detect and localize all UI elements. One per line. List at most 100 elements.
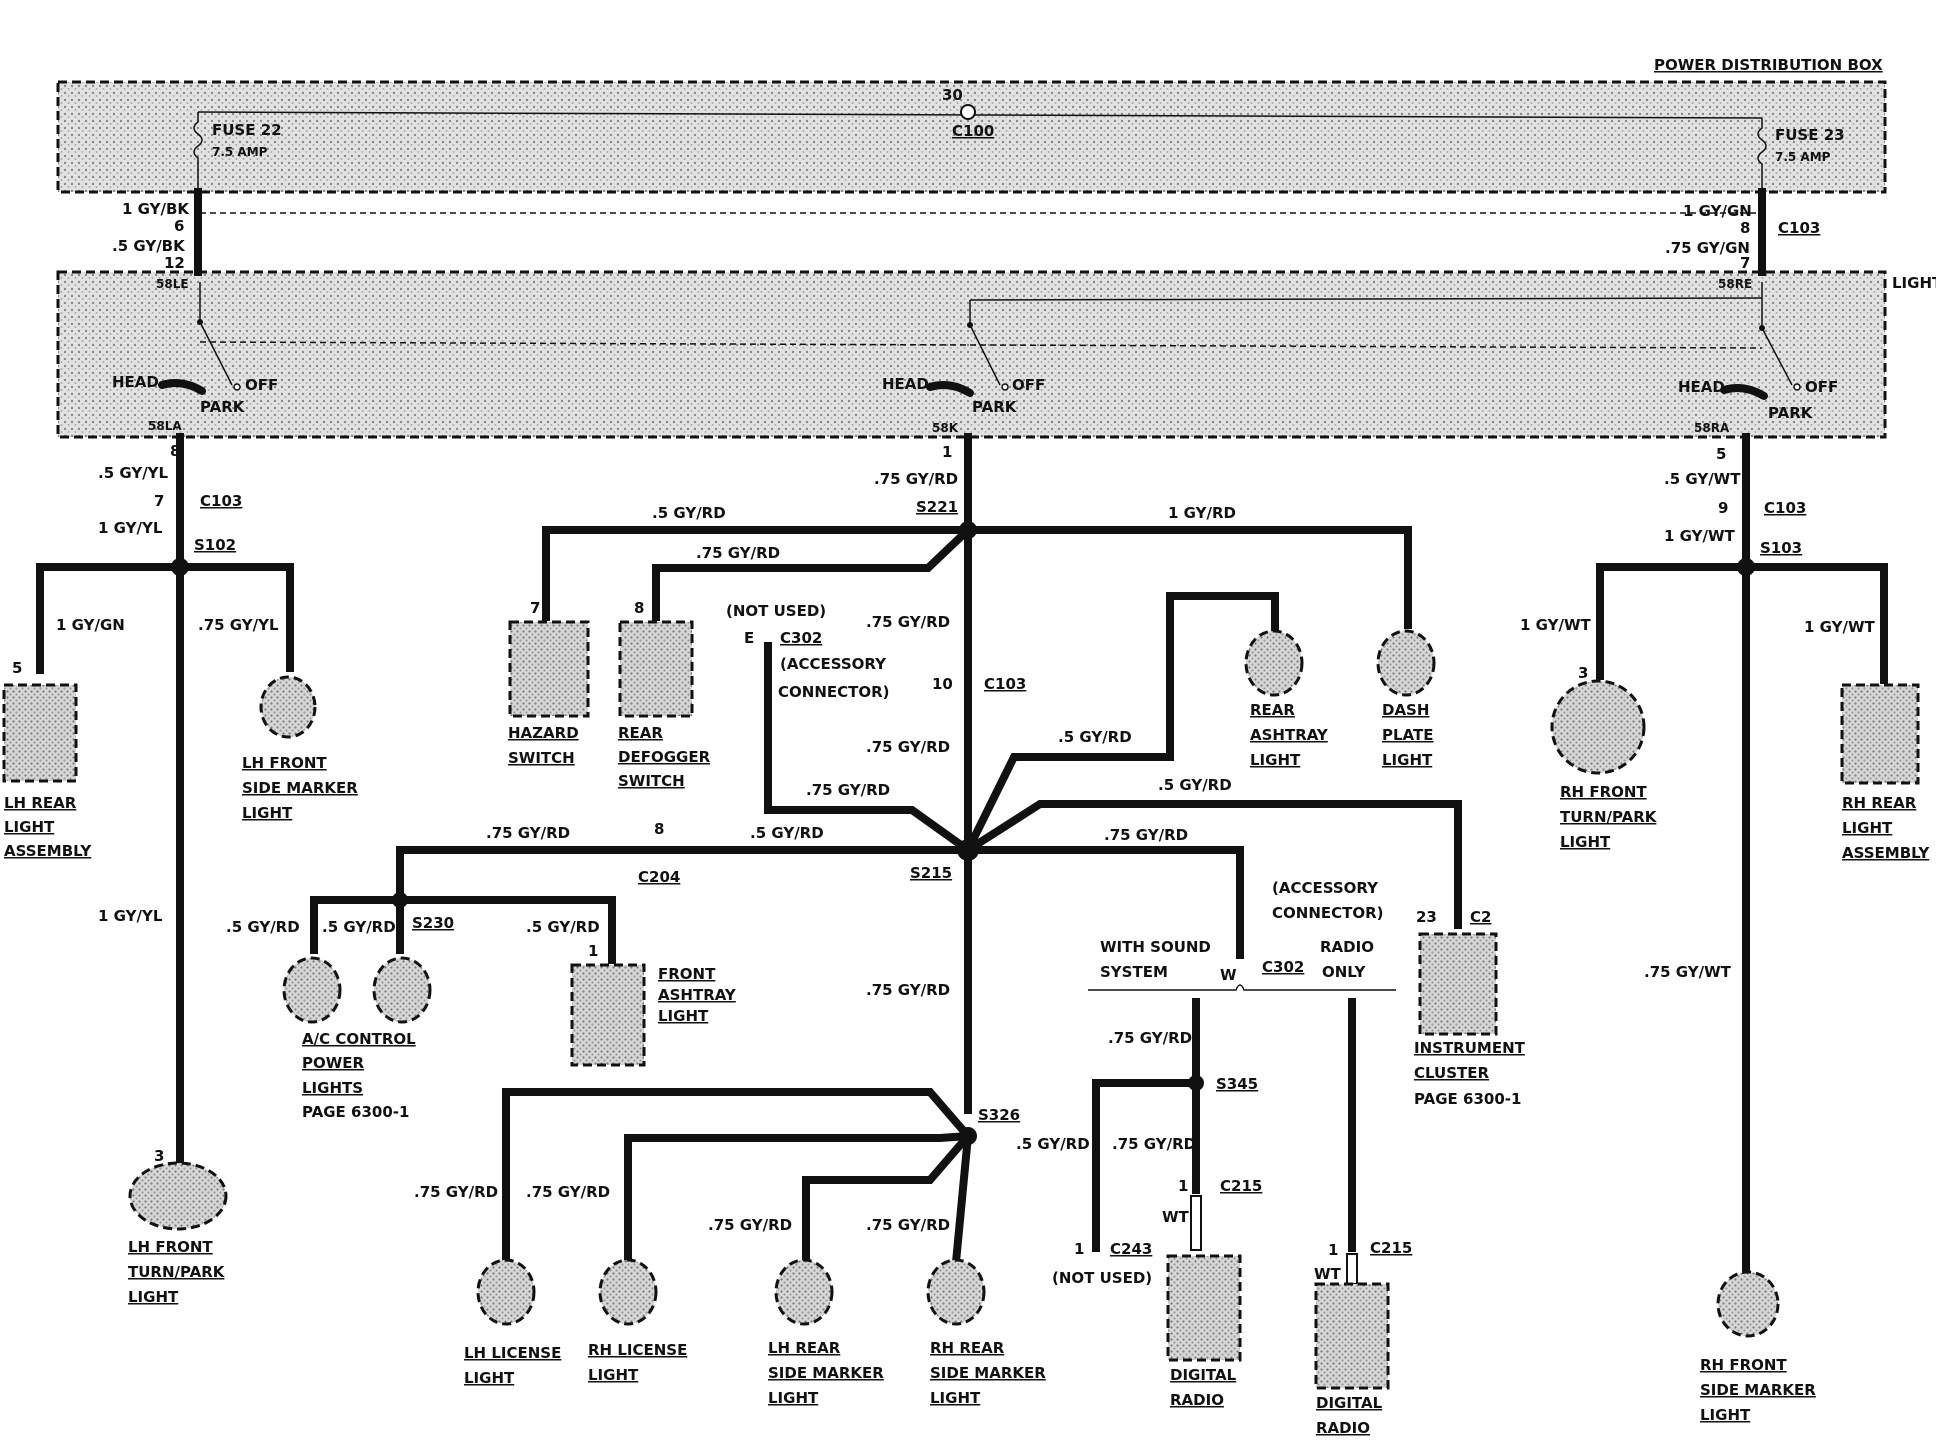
- label-left-lh_side-2: LIGHT: [242, 804, 293, 822]
- label-left-lh_front-0: LH FRONT: [128, 1238, 213, 1256]
- label-radio-pin1b: 1: [1074, 1240, 1084, 1258]
- label-center-rear_ashtray-0: REAR: [1250, 701, 1295, 719]
- label-center-pin_e: E: [744, 629, 754, 647]
- label-left-pin3: 3: [154, 1147, 164, 1165]
- rh-rear-side-marker-light: [926, 1258, 986, 1326]
- label-center-dash-0: DASH: [1382, 701, 1429, 719]
- label-right-w1: .5 GY/WT: [1664, 470, 1741, 488]
- label-center-rear_ashtray-2: LIGHT: [1250, 751, 1301, 769]
- label-radio-s345: S345: [1216, 1075, 1258, 1093]
- label-right-w_l: 1 GY/WT: [1520, 616, 1592, 634]
- label-center-w_fa: .5 GY/RD: [526, 918, 600, 936]
- terminal-58ra: 58RA: [1694, 421, 1730, 435]
- terminal-58k: 58K: [932, 421, 959, 435]
- label-right-w_down: .75 GY/WT: [1644, 963, 1732, 981]
- dash-plate-light: [1376, 629, 1436, 697]
- label-left-lh_rear-0: LH REAR: [4, 794, 77, 812]
- label-center-pin_c204: 8: [654, 820, 664, 838]
- label-right-pin3: 3: [1578, 664, 1588, 682]
- front-ashtray-light: [570, 963, 646, 1067]
- label-center-front_ashtray-1: ASHTRAY: [658, 986, 737, 1004]
- label-radio-wt_b: WT: [1314, 1265, 1342, 1283]
- label-radio-digital_a-1: RADIO: [1170, 1391, 1224, 1409]
- label-center-s221: S221: [916, 498, 958, 516]
- fuse-22-amp: 7.5 AMP: [212, 145, 268, 159]
- label-radio-c302: C302: [1262, 958, 1304, 976]
- light-switch-label: LIGHT SWITCH: [1892, 274, 1936, 292]
- label-radio-radio_only-0: RADIO: [1320, 938, 1374, 956]
- c100-terminal: [960, 104, 976, 120]
- label-right_feed-w1: 1 GY/GN: [1683, 202, 1752, 220]
- right-feed: 1 GY/GN 8 C103 .75 GY/GN 7 58RE: [1665, 188, 1820, 291]
- label-right-rh_front-2: LIGHT: [1560, 833, 1611, 851]
- label-right-rh_side-1: SIDE MARKER: [1700, 1381, 1816, 1399]
- label-left-pin_c103: 7: [154, 492, 164, 510]
- label-center-dash-1: PLATE: [1382, 726, 1433, 744]
- left-park-label: PARK: [200, 398, 246, 416]
- rh-rear-light-assembly: [1840, 683, 1920, 785]
- digital-radio-with-sound: [1166, 1254, 1242, 1362]
- label-radio-wt_a: WT: [1162, 1208, 1190, 1226]
- label-center-pin10: 10: [932, 675, 953, 693]
- label-radio-with_sound-1: SYSTEM: [1100, 963, 1168, 981]
- label-left_feed-w1: 1 GY/BK: [122, 200, 190, 218]
- label-radio-w1: .75 GY/RD: [1108, 1029, 1192, 1047]
- fuse-22-label: FUSE 22: [212, 121, 282, 139]
- label-right-c103: C103: [1764, 499, 1806, 517]
- center-off-label: OFF: [1012, 376, 1045, 394]
- label-center-w_trunk2: .75 GY/RD: [866, 738, 950, 756]
- label-right_feed-term: 58RE: [1718, 277, 1752, 291]
- label-center-w_trunk3: .75 GY/RD: [866, 981, 950, 999]
- label-center-ac-3: PAGE 6300-1: [302, 1103, 409, 1121]
- power-distribution-box: POWER DISTRIBUTION BOX 30 C100 FUSE 22 7…: [56, 56, 1887, 194]
- label-center-w_dash: .5 GY/RD: [1158, 776, 1232, 794]
- label-radio-c243: C243: [1110, 1240, 1152, 1258]
- label-center-acc-1: CONNECTOR): [778, 683, 890, 701]
- label-right-rh_side-0: RH FRONT: [1700, 1356, 1787, 1374]
- lh-rear-side-marker-light: [774, 1258, 834, 1326]
- lh-license-light: [476, 1258, 536, 1326]
- label-right-rh_side-2: LIGHT: [1700, 1406, 1751, 1424]
- label-right-s103: S103: [1760, 539, 1802, 557]
- right-park-label: PARK: [1768, 404, 1814, 422]
- label-center-w_c302: .75 GY/RD: [806, 781, 890, 799]
- label-center-w_75a: .75 GY/RD: [696, 544, 780, 562]
- terminal-30-label: 30: [942, 86, 963, 104]
- lh-front-turn-park-light: [128, 1161, 228, 1231]
- label-right-w2: 1 GY/WT: [1664, 527, 1736, 545]
- label-left-lh_side-1: SIDE MARKER: [242, 779, 358, 797]
- label-left_feed-w2: .5 GY/BK: [112, 237, 186, 255]
- label-left-lh_side-0: LH FRONT: [242, 754, 327, 772]
- label-center-w_l2: .75 GY/RD: [526, 1183, 610, 1201]
- label-center-s230: S230: [412, 914, 454, 932]
- label-center-pin_top: 1: [942, 443, 952, 461]
- label-radio-digital_b-1: RADIO: [1316, 1419, 1370, 1437]
- label-left-w_gn: 1 GY/GN: [56, 616, 125, 634]
- label-center-w_5: .5 GY/RD: [652, 504, 726, 522]
- fuse-23-label: FUSE 23: [1775, 126, 1845, 144]
- label-radio-w3: .75 GY/RD: [1112, 1135, 1196, 1153]
- label-center-lh_rear_sm-1: SIDE MARKER: [768, 1364, 884, 1382]
- fuse-23-amp: 7.5 AMP: [1775, 150, 1831, 164]
- label-radio-pin1c: 1: [1328, 1241, 1338, 1259]
- hazard-switch: [508, 620, 590, 718]
- label-center-w_1: 1 GY/RD: [1168, 504, 1236, 522]
- label-radio-digital_a-0: DIGITAL: [1170, 1366, 1237, 1384]
- label-left-w2: 1 GY/YL: [98, 519, 163, 537]
- label-center-w_l4: .75 GY/RD: [866, 1216, 950, 1234]
- label-center-defogger-2: SWITCH: [618, 772, 685, 790]
- left-feed: 1 GY/BK 6 .5 GY/BK 12 58LE: [112, 188, 202, 291]
- label-radio-not_used: (NOT USED): [1052, 1269, 1152, 1287]
- label-center-not_used: (NOT USED): [726, 602, 826, 620]
- rh-license-light: [598, 1258, 658, 1326]
- label-left-pin_top: 8: [170, 442, 180, 460]
- instrument-cluster: [1418, 932, 1498, 1036]
- label-right-rh_rear-0: RH REAR: [1842, 794, 1917, 812]
- label-center-ac-0: A/C CONTROL: [302, 1030, 416, 1048]
- label-left-w_yl: .75 GY/YL: [198, 616, 279, 634]
- ac-control-light-2: [372, 956, 432, 1024]
- label-center-rh_license-0: RH LICENSE: [588, 1341, 687, 1359]
- label-right_feed-w2: .75 GY/GN: [1665, 239, 1750, 257]
- label-radio-pin_w: W: [1220, 966, 1237, 984]
